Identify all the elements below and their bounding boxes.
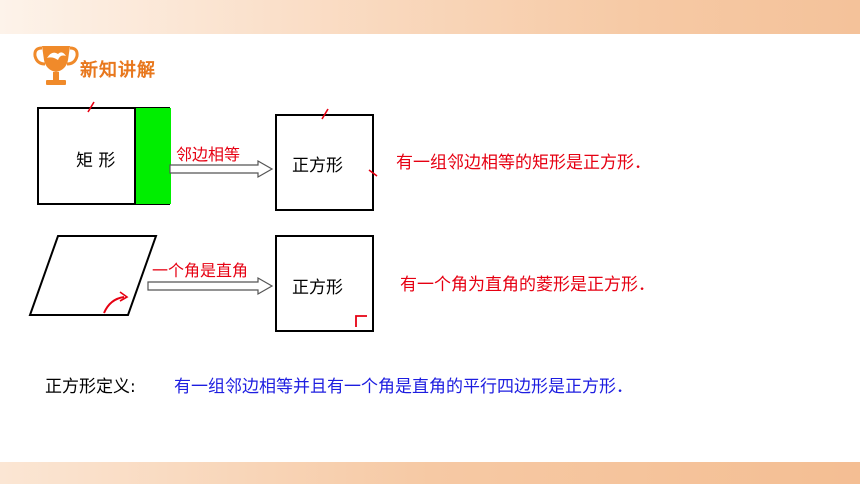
row2-arrow	[147, 276, 274, 296]
row2-square-label: 正方形	[292, 278, 343, 298]
rectangle-highlight-strip	[134, 108, 171, 204]
rhombus-angle-arc	[103, 296, 125, 314]
top-decor-band	[0, 0, 860, 34]
row1-arrow	[169, 159, 274, 179]
rectangle-label: 矩 形	[76, 151, 116, 171]
trophy-icon	[33, 46, 79, 85]
definition-label: 正方形定义:	[45, 377, 136, 397]
row1-condition-label: 邻边相等	[176, 145, 241, 164]
section-title: 新知讲解	[80, 60, 156, 81]
definition-text: 有一组邻边相等并且有一个角是直角的平行四边形是正方形．	[174, 377, 633, 397]
square-right-tick	[368, 169, 378, 177]
row2-statement: 有一个角为直角的菱形是正方形．	[400, 275, 655, 295]
row1-square-label: 正方形	[292, 156, 343, 176]
rhombus-arc-arrowhead	[119, 291, 129, 302]
row2-condition-label: 一个角是直角	[152, 261, 249, 280]
right-angle-mark	[355, 315, 367, 327]
bottom-decor-band	[0, 462, 860, 484]
row1-square-shape	[275, 114, 374, 211]
row1-statement: 有一组邻边相等的矩形是正方形．	[396, 153, 651, 173]
square-top-tick	[321, 108, 329, 120]
rectangle-top-tick	[87, 101, 95, 113]
rhombus-shape	[28, 235, 158, 316]
